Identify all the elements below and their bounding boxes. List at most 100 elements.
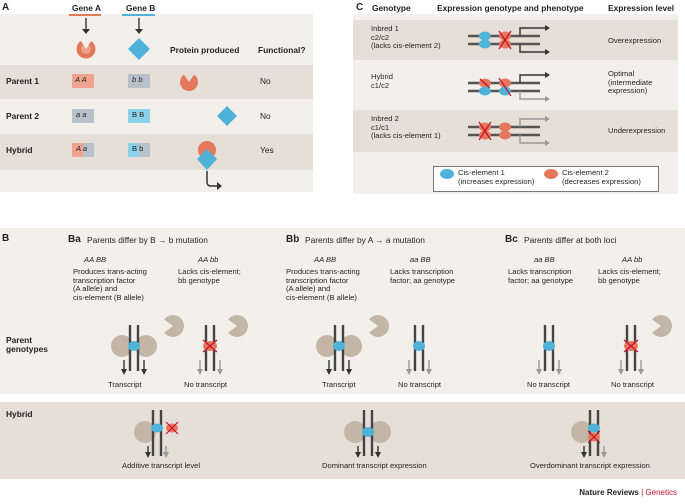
ba-desc1: Produces trans-acting transcription fact…: [73, 267, 147, 302]
parent2-diamond-icon: [217, 106, 237, 126]
inbred1-locus-icon: [468, 25, 550, 55]
footer-separator: |: [641, 488, 644, 497]
ba-title: Parents differ by B → b mutation: [87, 235, 208, 245]
panel-b-hybrid-band: [0, 402, 685, 479]
bc-parent1-locus: [536, 325, 562, 375]
panel-c-row-band-1: [353, 20, 678, 60]
gene-b-header: Gene B: [126, 3, 156, 13]
genotype-box-bb-2: [128, 109, 150, 123]
bb-out2: No transcript: [398, 380, 442, 389]
genotype-box-aa-1: [72, 74, 94, 88]
legend-cis-element-1: Cis-element 1 (increases expression): [458, 168, 535, 186]
bc-title: Parents differ at both loci: [524, 235, 617, 245]
genotype-text: B B: [132, 110, 145, 119]
bc-tag: Bc: [505, 234, 518, 245]
panel-a-letter: A: [2, 2, 10, 13]
genotype-text: B b: [132, 144, 144, 153]
genotype-text: A A: [75, 75, 87, 84]
bb-hybrid-locus: [344, 410, 391, 458]
genotype-cell: Inbred 2 c1/c1 (lacks cis-element 1): [371, 114, 441, 140]
panel-c-letter: C: [356, 2, 364, 13]
panel-b-letter: B: [2, 233, 10, 244]
bb-tag: Bb: [286, 234, 300, 245]
ba-desc2: Lacks cis-element; bb genotype: [178, 267, 241, 285]
bc-parent2-locus: [618, 325, 644, 375]
expression-level-cell: Underexpression: [608, 126, 666, 135]
ba-tf-free-2-icon: [226, 315, 248, 337]
panel-c-legend: [433, 166, 659, 192]
ba-out2: No transcript: [184, 380, 228, 389]
bb-desc1: Produces trans-acting transcription fact…: [286, 267, 360, 302]
panel-c-row-band-3: [353, 110, 678, 152]
bb-tf-free-icon: [367, 315, 389, 337]
expression-genotype-header: Expression genotype and phenotype: [437, 3, 584, 13]
cis-element-1-swatch: [440, 169, 454, 179]
panel-a-row-band-1: [0, 65, 313, 99]
ba-out1: Transcript: [108, 380, 142, 389]
bc-out2: No transcript: [611, 380, 655, 389]
bb-geno1: AA BB: [314, 255, 337, 264]
panel-a-header-graphics: [69, 14, 155, 60]
expression-level-header: Expression level: [608, 3, 675, 13]
expression-level-cell: Optimal (intermediate expression): [608, 69, 653, 95]
genotype-box-aa-3: [72, 143, 94, 157]
bc-hybrid-locus: [571, 410, 607, 458]
ba-parent2-locus: [197, 325, 223, 375]
pacman-protein-icon: [76, 38, 96, 59]
parent-genotypes-label: Parent genotypes: [6, 335, 48, 355]
genotype-box-aa-2: [72, 109, 94, 123]
bb-geno2: aa BB: [410, 255, 431, 264]
genotype-box-bb-1: [128, 74, 150, 88]
row-label-parent-1: Parent 1: [6, 76, 40, 86]
ba-parent1-locus: [111, 325, 157, 375]
row-label-hybrid: Hybrid: [6, 145, 33, 155]
inbred2-locus-icon: [468, 116, 550, 146]
ba-hybrid: Additive transcript level: [122, 461, 201, 470]
protein-produced-header: Protein produced: [170, 45, 240, 55]
footer-credit: Nature Reviews | Genetics: [579, 488, 677, 497]
bc-out1: No transcript: [527, 380, 571, 389]
bc-geno1: aa BB: [534, 255, 555, 264]
genotype-text: b b: [132, 75, 143, 84]
functional-value: Yes: [260, 145, 274, 155]
genotype-header: Genotype: [372, 3, 411, 13]
bb-title: Parents differ by A → a mutation: [305, 235, 425, 245]
journal-name: Nature Reviews: [579, 488, 639, 497]
row-label-parent-2: Parent 2: [6, 111, 40, 121]
hybrid-complex-icon: [197, 141, 222, 190]
genotype-box-bb-3: [128, 143, 150, 157]
bb-hybrid: Dominant transcript expression: [322, 461, 427, 470]
hybrid-row-label: Hybrid: [6, 409, 33, 419]
bc-desc2: Lacks cis-element; bb genotype: [598, 267, 661, 285]
functional-value: No: [260, 76, 271, 86]
genotype-text: A a: [76, 144, 88, 153]
panel-c-expression-graphics: [468, 25, 550, 146]
ba-tag: Ba: [68, 234, 81, 245]
genotype-cell: Inbred 1 c2/c2 (lacks cis-element 2): [371, 24, 441, 50]
parent1-protein-icon: [180, 72, 198, 91]
bc-geno2: AA bb: [622, 255, 643, 264]
ba-geno2: AA bb: [198, 255, 219, 264]
diamond-protein-icon: [128, 38, 150, 60]
bb-out1: Transcript: [322, 380, 356, 389]
functional-value: No: [260, 111, 271, 121]
section-name: Genetics: [645, 488, 677, 497]
legend-swatches: [440, 169, 558, 179]
bc-hybrid: Overdominant transcript expression: [530, 461, 650, 470]
genotype-text: a a: [76, 110, 87, 119]
ba-geno1: AA BB: [84, 255, 107, 264]
expression-level-cell: Overexpression: [608, 36, 662, 45]
bb-desc2: Lacks transcription factor; aa genotype: [390, 267, 456, 285]
functional-header: Functional?: [258, 45, 306, 55]
ba-tf-free-icon: [162, 315, 184, 337]
bb-parent2-locus: [406, 325, 432, 375]
ba-hybrid-locus: [134, 410, 179, 458]
bb-parent1-locus: [316, 325, 362, 375]
hybrid-locus-icon: [468, 72, 550, 102]
cis-element-2-swatch: [544, 169, 558, 179]
panel-a-protein-graphics: [180, 72, 237, 190]
bc-tf-free-icon: [650, 315, 672, 337]
gene-a-header: Gene A: [72, 3, 102, 13]
bc-desc1: Lacks transcription factor; aa genotype: [508, 267, 574, 285]
